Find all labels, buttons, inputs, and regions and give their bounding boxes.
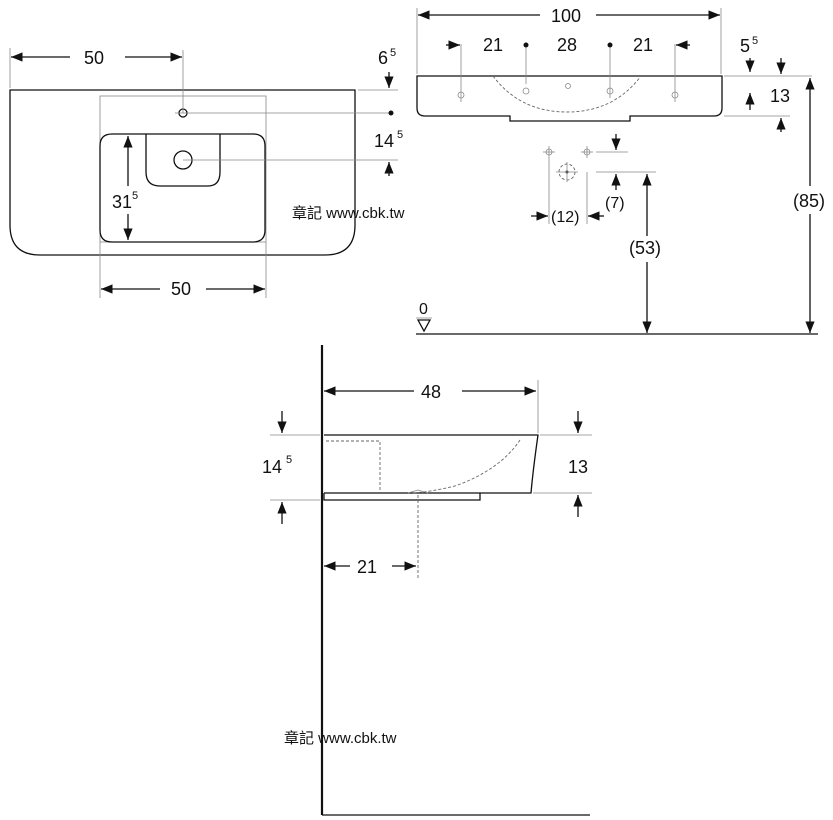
side-view: 48 14 5 13 21 章記 www.cbk.tw [262, 345, 592, 816]
side-height-sup: 5 [286, 454, 292, 466]
front-outlet-offset-label: (12) [551, 209, 579, 226]
side-depth-label: 48 [421, 382, 441, 402]
top-height-sup: 5 [397, 129, 403, 141]
top-height-label: 14 [374, 131, 394, 151]
side-basin-height-label: 13 [568, 457, 588, 477]
watermark-side: 章記 www.cbk.tw [284, 729, 397, 747]
basin-outline-front [416, 75, 723, 122]
basin-outline-top [9, 89, 356, 256]
watermark-top: 章記 www.cbk.tw [292, 204, 405, 222]
bowl-inner [99, 133, 266, 243]
front-rim-sup: 5 [752, 35, 758, 47]
front-rim-label: 5 [740, 36, 750, 56]
front-outlet-height-label: (53) [629, 238, 661, 258]
front-hole-right-label: 21 [633, 35, 653, 55]
front-install-height-label: (85) [793, 191, 825, 211]
tap-ledge [145, 134, 221, 187]
front-outlet-drop-label: (7) [605, 195, 625, 212]
top-width-label: 50 [84, 48, 104, 68]
front-view: 100 21 28 21 5 5 13 (85) [416, 6, 825, 335]
top-view: 50 6 5 14 5 31 5 50 章記 www.cbk.tw [9, 47, 405, 299]
front-total-width-label: 100 [551, 6, 581, 26]
basin-profile [324, 434, 539, 494]
top-offset-sup: 5 [390, 47, 396, 59]
top-depth-label: 31 [112, 192, 132, 212]
side-height-label: 14 [262, 457, 282, 477]
front-basin-height-label: 13 [770, 86, 790, 106]
side-drain-offset-label: 21 [357, 557, 377, 577]
front-hole-left-label: 21 [483, 35, 503, 55]
top-bowl-width-label: 50 [171, 279, 191, 299]
top-offset-label: 6 [378, 48, 388, 68]
front-hole-mid-label: 28 [557, 35, 577, 55]
front-floor-label: 0 [419, 301, 428, 318]
top-depth-sup: 5 [132, 190, 138, 202]
